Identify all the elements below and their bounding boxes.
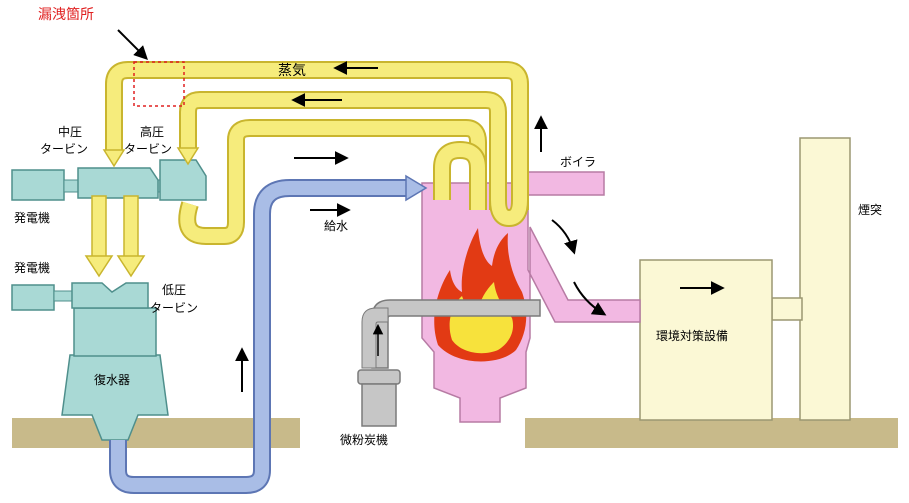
lp-turbine-label-1: 低圧 — [162, 283, 186, 297]
pulverizer-duct-inner — [361, 307, 389, 369]
environmental-equipment-label: 環境対策設備 — [656, 328, 728, 343]
steam-arrowhead-ip — [102, 149, 126, 168]
hp-turbine-label-1: 高圧 — [140, 124, 164, 139]
leak-location-label: 漏洩箇所 — [38, 6, 94, 23]
steam-arrowhead-hp — [176, 147, 200, 166]
pulverizer-hopper — [357, 369, 401, 385]
upper-generator — [11, 169, 65, 201]
leak-pointer-arrow — [117, 29, 148, 60]
condenser-body — [61, 354, 169, 441]
ip-turbine-label-1: 中圧 — [58, 124, 82, 139]
hp-turbine-label-2: タービン — [124, 142, 172, 156]
upper-generator-label: 発電機 — [14, 210, 50, 225]
ip-turbine-label-2: タービン — [40, 142, 88, 156]
feedwater-label: 給水 — [324, 219, 348, 233]
chimney-label: 煙突 — [858, 202, 882, 217]
condenser-label: 復水器 — [94, 372, 130, 387]
ground-right — [525, 418, 898, 448]
lp-turbine-label-2: タービン — [150, 301, 198, 315]
ground-left — [12, 418, 300, 448]
hp-turbine-casing — [159, 159, 207, 201]
ip-turbine-casing — [77, 167, 159, 199]
lower-generator — [11, 284, 55, 311]
steam-arrowhead-lp-left — [84, 255, 114, 278]
steam-label: 蒸気 — [278, 63, 306, 79]
lp-turbine-casing — [71, 282, 149, 309]
duct-to-chimney — [771, 297, 803, 321]
feedwater-pipe-fill — [111, 181, 410, 492]
leak-location-marker — [133, 61, 185, 107]
chimney — [799, 137, 851, 421]
pulverizer-body — [361, 383, 397, 427]
flue-gas-curve-arrow-1 — [551, 219, 578, 255]
lower-generator-label: 発電機 — [14, 260, 50, 275]
environmental-equipment-box — [639, 259, 773, 421]
lp-turbine-base — [73, 307, 157, 357]
boiler-label: ボイラ — [560, 155, 596, 169]
feedwater-arrowhead — [405, 174, 428, 202]
pulverizer-label: 微粉炭機 — [340, 432, 388, 447]
steam-arrowhead-lp-right — [116, 255, 146, 278]
flue-gas-curve-arrow-2 — [573, 281, 607, 316]
steam-pipes — [91, 61, 529, 259]
